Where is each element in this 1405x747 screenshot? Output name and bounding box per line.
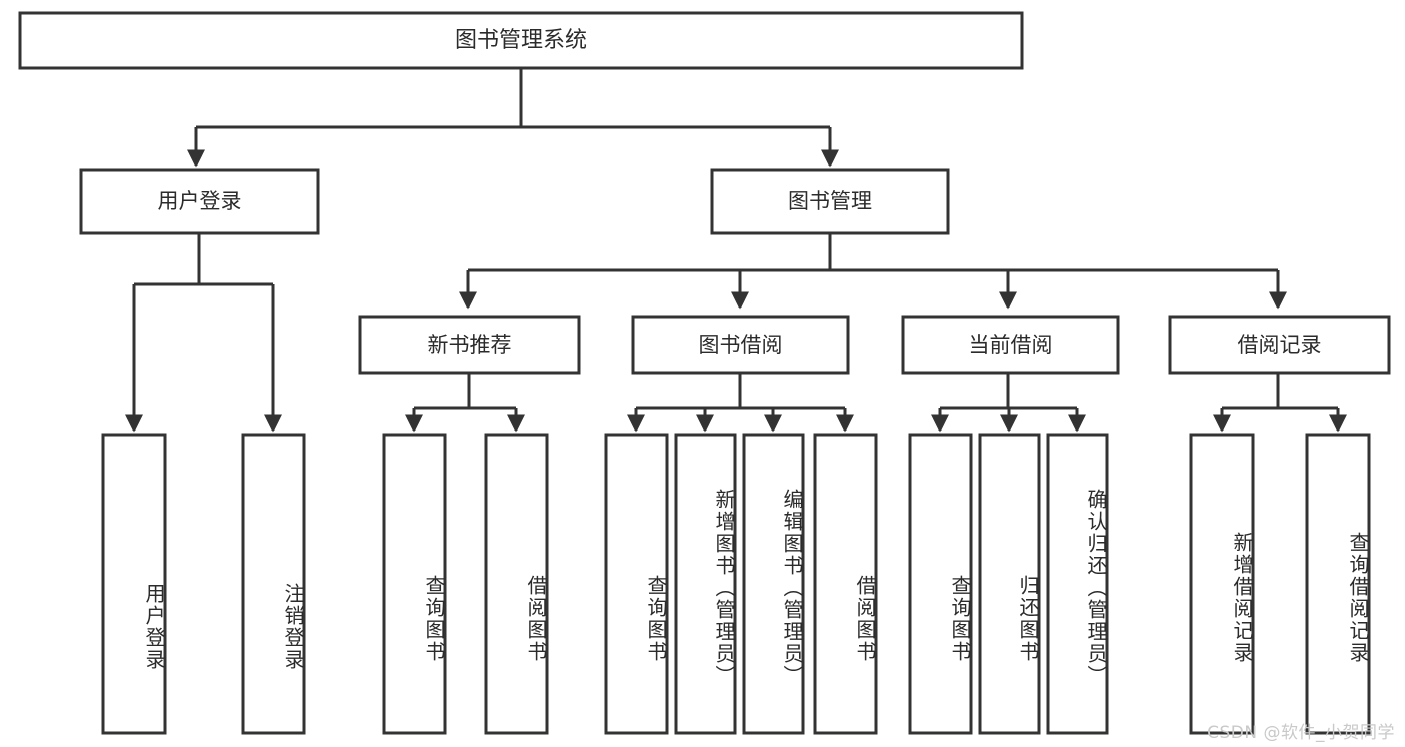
node-box-leaf-query-record[interactable] [1305,433,1371,735]
node-box-leaf-edit-book[interactable] [742,433,805,735]
node-box-leaf-user-login[interactable] [101,433,167,735]
node-box-leaf-query-book-1[interactable] [382,433,447,735]
node-box-book-manage[interactable] [710,168,950,235]
node-box-leaf-logout[interactable] [241,433,306,735]
node-box-book-borrow[interactable] [631,315,850,375]
node-box-leaf-borrow-book-1[interactable] [484,433,549,735]
node-box-current-borrow[interactable] [901,315,1120,375]
node-box-leaf-borrow-book-2[interactable] [813,433,878,735]
csdn-watermark: CSDN @软件_小贺同学 [1207,723,1395,743]
node-box-borrow-record[interactable] [1168,315,1391,375]
node-box-leaf-query-book-2[interactable] [604,433,669,735]
node-box-leaf-confirm-return[interactable] [1046,433,1109,735]
node-box-leaf-query-book-3[interactable] [908,433,973,735]
node-box-new-book-rec[interactable] [358,315,581,375]
node-box-root[interactable] [18,11,1024,70]
node-box-leaf-add-record[interactable] [1189,433,1255,735]
node-box-user-login[interactable] [79,168,320,235]
node-box-leaf-add-book[interactable] [674,433,737,735]
node-box-leaf-return-book[interactable] [978,433,1041,735]
